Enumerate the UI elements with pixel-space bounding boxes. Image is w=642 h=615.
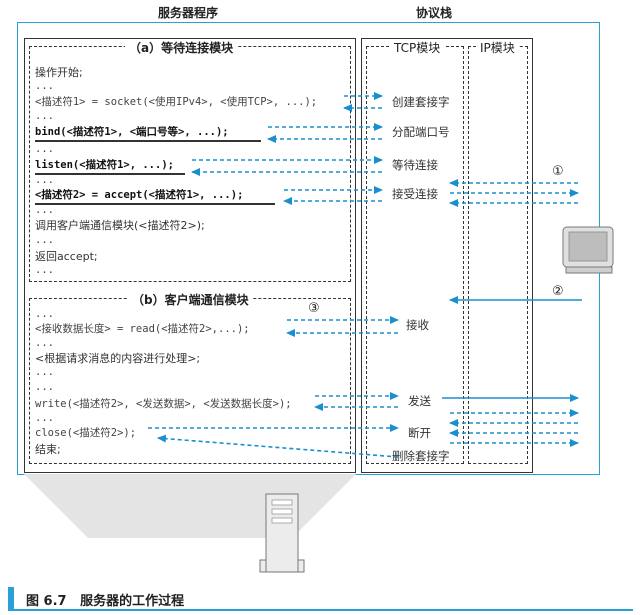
underline <box>35 140 261 142</box>
code-line: ... <box>35 264 54 276</box>
code-line: write(<描述符2>, <发送数据>, <发送数据长度>); <box>35 398 292 410</box>
caption-title: 服务器的工作过程 <box>80 594 185 609</box>
client-computer-icon <box>562 226 614 274</box>
funnel-shape <box>24 474 356 538</box>
figure-caption: 图 6.7 服务器的工作过程 <box>8 587 633 613</box>
protocol-stack-header: 协议栈 <box>416 6 453 20</box>
code-line: 操作开始; <box>35 66 83 79</box>
code-line: ... <box>35 80 54 92</box>
code-line: ... <box>35 110 54 122</box>
caption-accent-bar <box>8 587 14 609</box>
op-assign-port: 分配端口号 <box>392 125 450 139</box>
caption-label: 图 6.7 <box>26 594 67 609</box>
ip-module-title: IP模块 <box>476 39 519 56</box>
op-wait-connection: 等待连接 <box>392 158 438 172</box>
code-line: ... <box>35 381 54 393</box>
op-create-socket: 创建套接字 <box>392 95 450 109</box>
code-line: ... <box>35 143 54 155</box>
code-line: 结束; <box>35 443 61 456</box>
marker-2: ② <box>552 284 564 299</box>
client-comm-module-title: （b）客户端通信模块 <box>128 291 253 308</box>
op-send: 发送 <box>408 394 431 408</box>
caption-text: 图 6.7 服务器的工作过程 <box>26 590 184 609</box>
code-line: close(<描述符2>); <box>35 427 137 439</box>
marker-1: ① <box>552 164 564 179</box>
caption-underline <box>8 609 633 611</box>
code-line: <接收数据长度> = read(<描述符2>,...); <box>35 323 250 335</box>
wait-connection-module-title: （a）等待连接模块 <box>125 39 238 56</box>
code-line: <描述符2> = accept(<描述符1>, ...); <box>35 189 244 201</box>
code-line: ... <box>35 308 54 320</box>
code-line: 调用客户端通信模块(<描述符2>); <box>35 219 205 232</box>
underline <box>35 173 185 175</box>
server-program-box <box>24 38 356 473</box>
op-receive: 接收 <box>406 318 429 332</box>
code-line: listen(<描述符1>, ...); <box>35 159 174 171</box>
code-line: bind(<描述符1>, <端口号等>, ...); <box>35 126 229 138</box>
code-line: ... <box>35 234 54 246</box>
diagram-frame <box>17 22 600 475</box>
server-program-header: 服务器程序 <box>158 6 219 20</box>
code-line: ... <box>35 412 54 424</box>
code-line: <根据请求消息的内容进行处理>; <box>35 352 201 365</box>
tcp-module-title: TCP模块 <box>390 39 445 56</box>
code-line: ... <box>35 204 54 216</box>
op-delete-socket: 删除套接字 <box>392 449 450 463</box>
code-line: ... <box>35 337 54 349</box>
server-tower-icon <box>259 493 305 573</box>
arrow-delete-socket-return <box>157 434 399 458</box>
op-disconnect: 断开 <box>408 426 431 440</box>
code-line: ... <box>35 366 54 378</box>
marker-3: ③ <box>308 301 320 316</box>
op-accept-connection: 接受连接 <box>392 187 438 201</box>
underline <box>35 203 275 205</box>
code-line: <描述符1> = socket(<使用IPv4>, <使用TCP>, ...); <box>35 96 318 108</box>
code-line: ... <box>35 174 54 186</box>
protocol-stack-box <box>361 38 533 473</box>
code-line: 返回accept; <box>35 250 98 263</box>
